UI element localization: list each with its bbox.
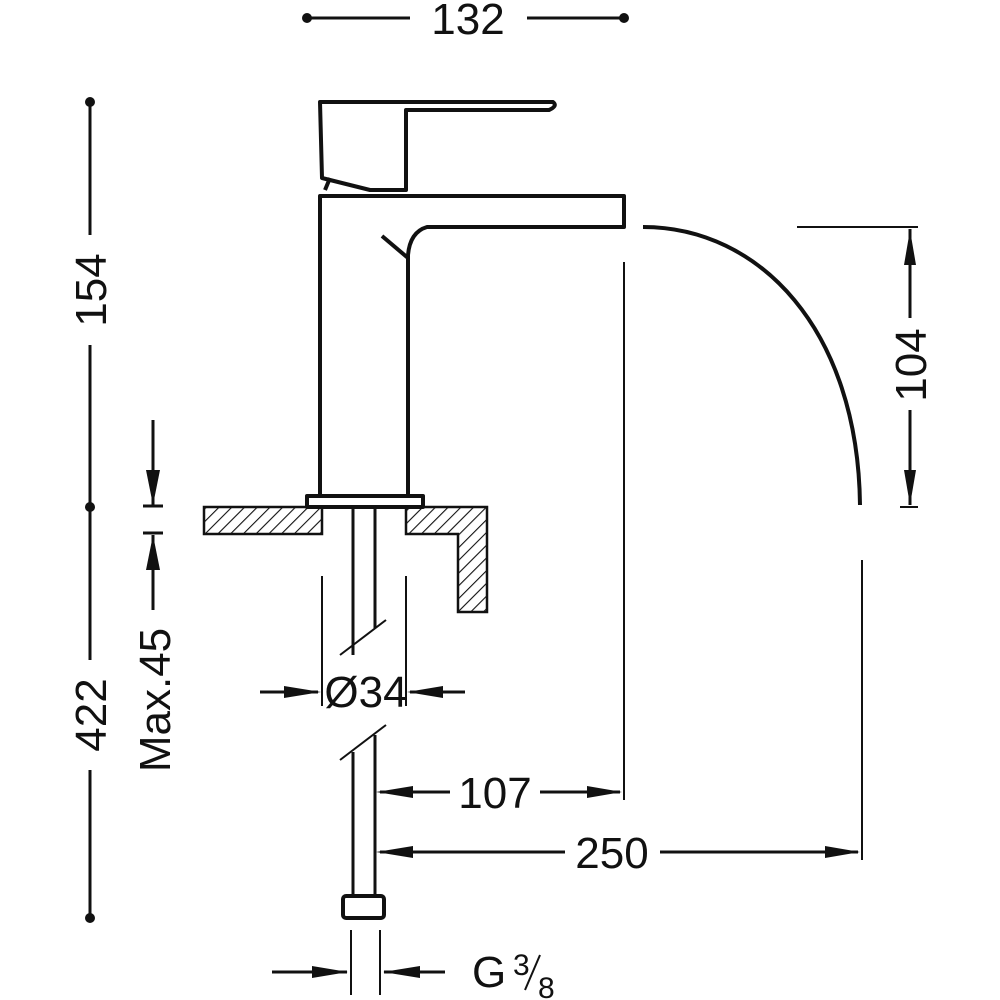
- supply-hoses: [339, 507, 387, 920]
- dim-label-104: 104: [887, 328, 936, 401]
- dim-spout-clearance: 104: [797, 226, 936, 508]
- dim-overall-width: 132: [302, 0, 629, 44]
- dim-height-above-counter: 154: [67, 97, 116, 512]
- countertop-section: [202, 505, 489, 614]
- dim-label-max45: Max.45: [131, 628, 180, 772]
- dim-connection-thread: G 3 8: [272, 930, 555, 1000]
- dim-label-thread-den: 8: [538, 972, 555, 1000]
- dim-label-thread-g: G: [472, 948, 506, 997]
- dim-hole-diameter: Ø34: [260, 576, 465, 717]
- dim-spout-reach: 107: [376, 262, 625, 818]
- dim-label-250: 250: [575, 829, 648, 878]
- dim-below-counter-length: 422: [67, 507, 116, 923]
- dim-label-diameter: Ø34: [324, 668, 407, 717]
- dim-label-422: 422: [67, 678, 116, 751]
- dim-label-154: 154: [67, 253, 116, 326]
- dim-jet-reach: 250: [376, 560, 863, 878]
- faucet-body: [305, 100, 626, 509]
- dim-label-thread-num: 3: [513, 949, 530, 982]
- dim-label-132: 132: [431, 0, 504, 44]
- dim-label-107: 107: [458, 769, 531, 818]
- connector-nut: [341, 894, 386, 920]
- dim-max-counter-thickness: Max.45: [131, 420, 180, 772]
- water-jet-arc: [642, 225, 862, 506]
